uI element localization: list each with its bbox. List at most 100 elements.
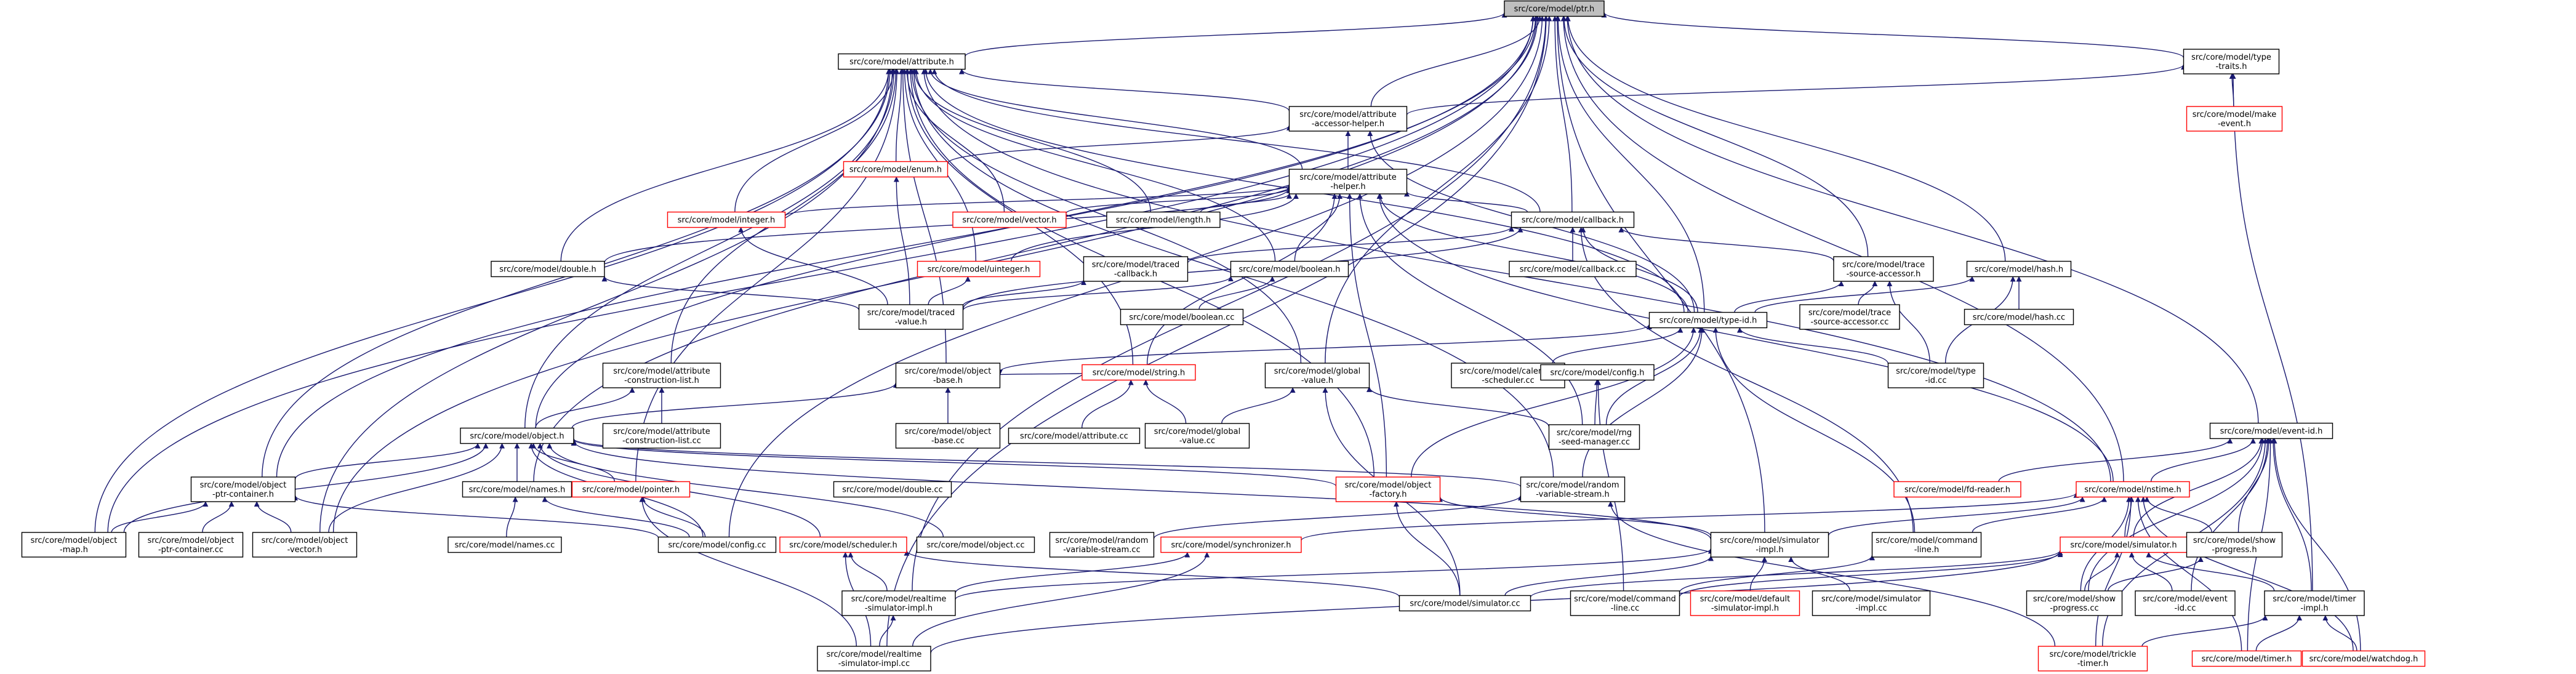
graph-node-attr-cl-h[interactable]: src/core/model/attribute-construction-li… xyxy=(602,363,721,388)
graph-node-integer-h[interactable]: src/core/model/integer.h xyxy=(667,211,786,228)
edge-default-sim-impl-h-to-sim-impl-h xyxy=(1749,556,1768,592)
graph-node-callback-h[interactable]: src/core/model/callback.h xyxy=(1511,211,1635,228)
node-box xyxy=(1871,532,1982,558)
node-box xyxy=(952,211,1067,228)
graph-node-object-map-h[interactable]: src/core/model/object-map.h xyxy=(21,532,127,558)
graph-node-traced-cb-h[interactable]: src/core/model/traced-callback.h xyxy=(1083,256,1189,282)
graph-node-obj-ptr-cont-cc[interactable]: src/core/model/object-ptr-container.cc xyxy=(138,532,244,558)
graph-node-rt-sim-impl-cc[interactable]: src/core/model/realtime-simulator-impl.c… xyxy=(817,646,931,672)
edge-show-progress-cc-to-show-progress-h xyxy=(2108,556,2204,592)
graph-node-uinteger-h[interactable]: src/core/model/uinteger.h xyxy=(917,260,1041,278)
graph-node-hash-h[interactable]: src/core/model/hash.h xyxy=(1966,260,2072,278)
node-box xyxy=(2264,590,2365,616)
node-box xyxy=(1264,363,1370,388)
graph-node-type-id-h[interactable]: src/core/model/type-id.h xyxy=(1648,311,1768,329)
edge-traced-value-h-to-enum-h xyxy=(893,176,910,305)
graph-node-simulator-cc[interactable]: src/core/model/simulator.cc xyxy=(1398,595,1531,612)
edge-timer-h-to-timer-impl-h xyxy=(2255,615,2303,651)
edge-event-id-cc-to-event-id-h xyxy=(2191,438,2271,592)
graph-node-rvs-cc[interactable]: src/core/model/random-variable-stream.cc xyxy=(1049,532,1155,558)
graph-node-timer-impl-h[interactable]: src/core/model/timer-impl.h xyxy=(2264,590,2365,616)
graph-node-trace-src-acc-h[interactable]: src/core/model/trace-source-accessor.h xyxy=(1833,256,1934,282)
graph-node-sim-impl-h[interactable]: src/core/model/simulator-impl.h xyxy=(1710,532,1829,558)
graph-node-default-sim-impl-h[interactable]: src/core/model/default-simulator-impl.h xyxy=(1690,590,1800,616)
graph-node-command-line-h[interactable]: src/core/model/command-line.h xyxy=(1871,532,1982,558)
graph-node-attr-acc-helper-h[interactable]: src/core/model/attribute-accessor-helper… xyxy=(1288,106,1408,132)
graph-node-fd-reader-h[interactable]: src/core/model/fd-reader.h xyxy=(1893,481,2021,498)
graph-node-boolean-h[interactable]: src/core/model/boolean.h xyxy=(1230,260,1349,278)
graph-node-boolean-cc[interactable]: src/core/model/boolean.cc xyxy=(1120,308,1244,326)
graph-node-type-traits-h[interactable]: src/core/model/type-traits.h xyxy=(2183,49,2280,74)
graph-node-hash-cc[interactable]: src/core/model/hash.cc xyxy=(1964,308,2074,326)
graph-node-ptr-h[interactable]: src/core/model/ptr.h xyxy=(1504,0,1605,17)
edge-command-line-h-to-type-id-h xyxy=(1712,327,1916,533)
edge-hash-h-to-ptr-h xyxy=(1565,15,2006,262)
graph-node-trace-src-acc-cc[interactable]: src/core/model/trace-source-accessor.cc xyxy=(1799,304,1900,330)
graph-node-names-cc[interactable]: src/core/model/names.cc xyxy=(447,536,562,553)
node-label: src/core/model/string.h xyxy=(1093,369,1185,378)
edge-names-h-to-ptr-h xyxy=(533,15,1541,482)
graph-node-global-value-h[interactable]: src/core/model/global-value.h xyxy=(1264,363,1370,388)
graph-node-synchronizer-h[interactable]: src/core/model/synchronizer.h xyxy=(1160,536,1302,553)
node-label: src/core/model/double.h xyxy=(499,265,596,275)
graph-node-length-h[interactable]: src/core/model/length.h xyxy=(1106,211,1221,228)
node-label: src/core/model/enum.h xyxy=(849,166,942,175)
graph-node-object-factory-h[interactable]: src/core/model/object-factory.h xyxy=(1335,476,1441,502)
graph-node-names-h[interactable]: src/core/model/names.h xyxy=(462,481,572,498)
edge-attr-acc-helper-h-to-ptr-h xyxy=(1370,15,1543,107)
graph-node-command-line-cc[interactable]: src/core/model/command-line.cc xyxy=(1570,590,1680,616)
node-box xyxy=(1288,106,1408,132)
graph-node-event-id-h[interactable]: src/core/model/event-id.h xyxy=(2209,422,2333,439)
graph-node-obj-ptr-cont-h[interactable]: src/core/model/object-ptr-container.h xyxy=(190,476,296,502)
graph-node-string-h[interactable]: src/core/model/string.h xyxy=(1081,364,1196,381)
node-label: -base.h xyxy=(933,376,963,385)
graph-node-pointer-h[interactable]: src/core/model/pointer.h xyxy=(571,481,691,498)
node-label: src/core/model/object xyxy=(200,481,287,490)
graph-node-scheduler-h[interactable]: src/core/model/scheduler.h xyxy=(779,536,907,553)
graph-node-event-id-cc[interactable]: src/core/model/event-id.cc xyxy=(2135,590,2236,616)
graph-node-attr-cl-cc[interactable]: src/core/model/attribute-construction-li… xyxy=(602,423,721,449)
edge-trickle-timer-h-to-nstime-h xyxy=(2095,496,2134,647)
graph-node-object-vector-h[interactable]: src/core/model/object-vector.h xyxy=(252,532,358,558)
graph-node-callback-cc[interactable]: src/core/model/callback.cc xyxy=(1509,260,1637,278)
graph-node-double-h[interactable]: src/core/model/double.h xyxy=(491,260,605,278)
graph-node-watchdog-h[interactable]: src/core/model/watchdog.h xyxy=(2301,650,2426,667)
graph-node-show-progress-h[interactable]: src/core/model/show-progress.h xyxy=(2186,532,2283,558)
node-box xyxy=(491,260,605,278)
graph-node-attribute-h[interactable]: src/core/model/attribute.h xyxy=(838,53,966,70)
graph-node-config-cc[interactable]: src/core/model/config.cc xyxy=(657,536,777,553)
graph-node-enum-h[interactable]: src/core/model/enum.h xyxy=(843,161,949,178)
graph-node-double-cc[interactable]: src/core/model/double.cc xyxy=(833,481,952,498)
graph-node-object-h[interactable]: src/core/model/object.h xyxy=(460,427,574,444)
graph-node-trickle-timer-h[interactable]: src/core/model/trickle-timer.h xyxy=(2037,646,2148,672)
edge-enum-h-to-attr-acc-helper-h xyxy=(947,124,1292,164)
graph-node-nstime-h[interactable]: src/core/model/nstime.h xyxy=(2076,481,2190,498)
graph-node-make-event-h[interactable]: src/core/model/make-event.h xyxy=(2186,106,2283,132)
graph-node-vector-h[interactable]: src/core/model/vector.h xyxy=(952,211,1067,228)
graph-node-object-base-cc[interactable]: src/core/model/object-base.cc xyxy=(895,423,1001,449)
graph-node-simulator-h[interactable]: src/core/model/simulator.h xyxy=(2060,536,2188,553)
graph-node-global-value-cc[interactable]: src/core/model/global-value.cc xyxy=(1144,423,1250,449)
graph-node-traced-value-h[interactable]: src/core/model/traced-value.h xyxy=(858,304,964,330)
graph-node-object-cc[interactable]: src/core/model/object.cc xyxy=(916,536,1035,553)
graph-node-timer-h[interactable]: src/core/model/timer.h xyxy=(2191,650,2302,667)
node-label: src/core/model/show xyxy=(2193,536,2276,545)
graph-node-show-progress-cc[interactable]: src/core/model/show-progress.cc xyxy=(2026,590,2123,616)
node-label: src/core/model/show xyxy=(2033,595,2116,604)
graph-node-config-h[interactable]: src/core/model/config.h xyxy=(1540,364,1655,381)
node-box xyxy=(1288,169,1408,195)
edge-type-id-h-to-attr-helper-h xyxy=(1377,193,1689,313)
edge-traced-value-h-to-integer-h xyxy=(738,227,888,305)
node-box xyxy=(460,427,574,444)
node-label: src/core/model/ptr.h xyxy=(1514,5,1595,14)
graph-node-rt-sim-impl-h[interactable]: src/core/model/realtime-simulator-impl.h xyxy=(841,590,956,616)
edge-pointer-h-to-attribute-h xyxy=(635,68,900,482)
graph-node-rvs-h[interactable]: src/core/model/random-variable-stream.h xyxy=(1520,476,1626,502)
edge-object-vector-h-to-attribute-h xyxy=(319,68,896,533)
graph-node-attr-helper-h[interactable]: src/core/model/attribute-helper.h xyxy=(1288,169,1408,195)
graph-node-rng-seed-cc[interactable]: src/core/model/rng-seed-manager.cc xyxy=(1548,424,1640,450)
graph-node-type-id-cc[interactable]: src/core/model/type-id.cc xyxy=(1887,363,1984,388)
graph-node-object-base-h[interactable]: src/core/model/object-base.h xyxy=(895,363,1001,388)
graph-node-sim-impl-cc[interactable]: src/core/model/simulator-impl.cc xyxy=(1812,590,1931,616)
graph-node-attribute-cc[interactable]: src/core/model/attribute.cc xyxy=(1008,427,1141,444)
